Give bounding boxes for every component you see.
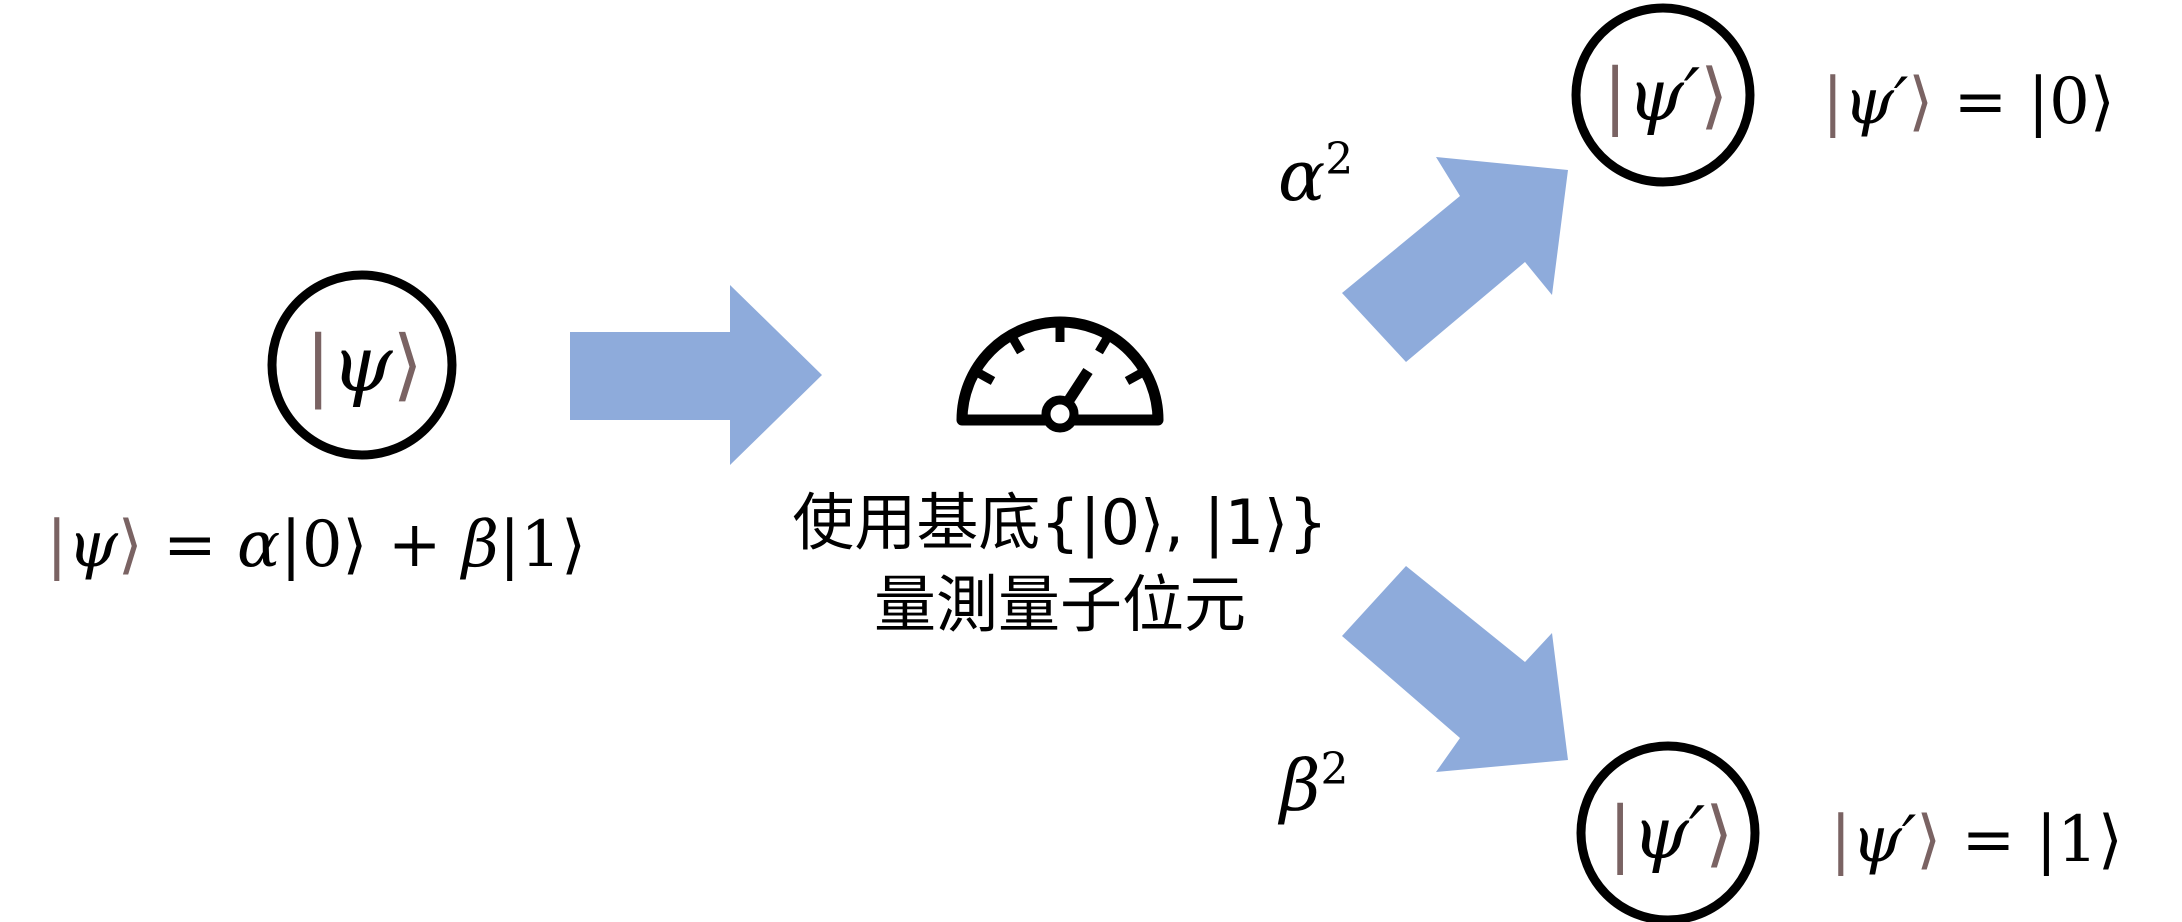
result-zero-equals: = — [1953, 65, 2008, 139]
beta-coefficient: β — [461, 508, 499, 582]
probability-beta-squared: β2 — [1280, 730, 1348, 826]
state-zero-circle — [1571, 3, 1755, 187]
superposition-equation: |ψ⟩ = α|0⟩ + β|1⟩ — [46, 508, 587, 582]
state-zero-ket: |ψ′⟩ — [1603, 53, 1729, 137]
result-one-equation: |ψ′⟩ = |1⟩ — [1830, 803, 2123, 877]
result-one-rhs: 1 — [2057, 803, 2098, 877]
measurement-basis-text: 使用基底{|0⟩, |1⟩} — [792, 486, 1328, 559]
gauge-meter-icon — [956, 316, 1164, 433]
equals-sign: = — [163, 508, 217, 582]
measurement-action-text: 量測量子位元 — [873, 568, 1246, 641]
arrow-to-state-zero — [1342, 157, 1568, 362]
initial-state-ket: |ψ⟩ — [305, 320, 423, 410]
state-zero-symbol: ψ′ — [1627, 53, 1701, 137]
beta-exponent: 2 — [1320, 744, 1349, 795]
initial-state-circle — [267, 270, 457, 460]
state-one-ket: |ψ′⟩ — [1608, 791, 1734, 875]
alpha-coefficient: α — [237, 508, 281, 582]
state-one-circle — [1576, 741, 1760, 922]
result-zero-rhs: 0 — [2049, 65, 2090, 139]
beta-base: β — [1280, 745, 1321, 827]
arrow-to-measurement — [570, 285, 822, 465]
state-one-symbol: ψ′ — [1632, 791, 1706, 875]
alpha-exponent: 2 — [1325, 134, 1354, 185]
result-zero-lhs: ψ′ — [1843, 65, 1909, 139]
ket-one-label: 1 — [520, 508, 562, 582]
equation-lhs: ψ — [67, 508, 118, 582]
arrow-to-state-one — [1342, 566, 1568, 772]
alpha-base: α — [1278, 135, 1326, 217]
measurement-caption: 使用基底{|0⟩, |1⟩} 量測量子位元 — [760, 482, 1360, 646]
initial-state-symbol: ψ — [331, 320, 393, 410]
result-zero-equation: |ψ′⟩ = |0⟩ — [1822, 65, 2115, 139]
ket-zero-label: 0 — [301, 508, 343, 582]
probability-alpha-squared: α2 — [1278, 120, 1353, 216]
result-one-equals: = — [1961, 803, 2016, 877]
result-one-lhs: ψ′ — [1851, 803, 1917, 877]
plus-sign: + — [387, 508, 442, 582]
